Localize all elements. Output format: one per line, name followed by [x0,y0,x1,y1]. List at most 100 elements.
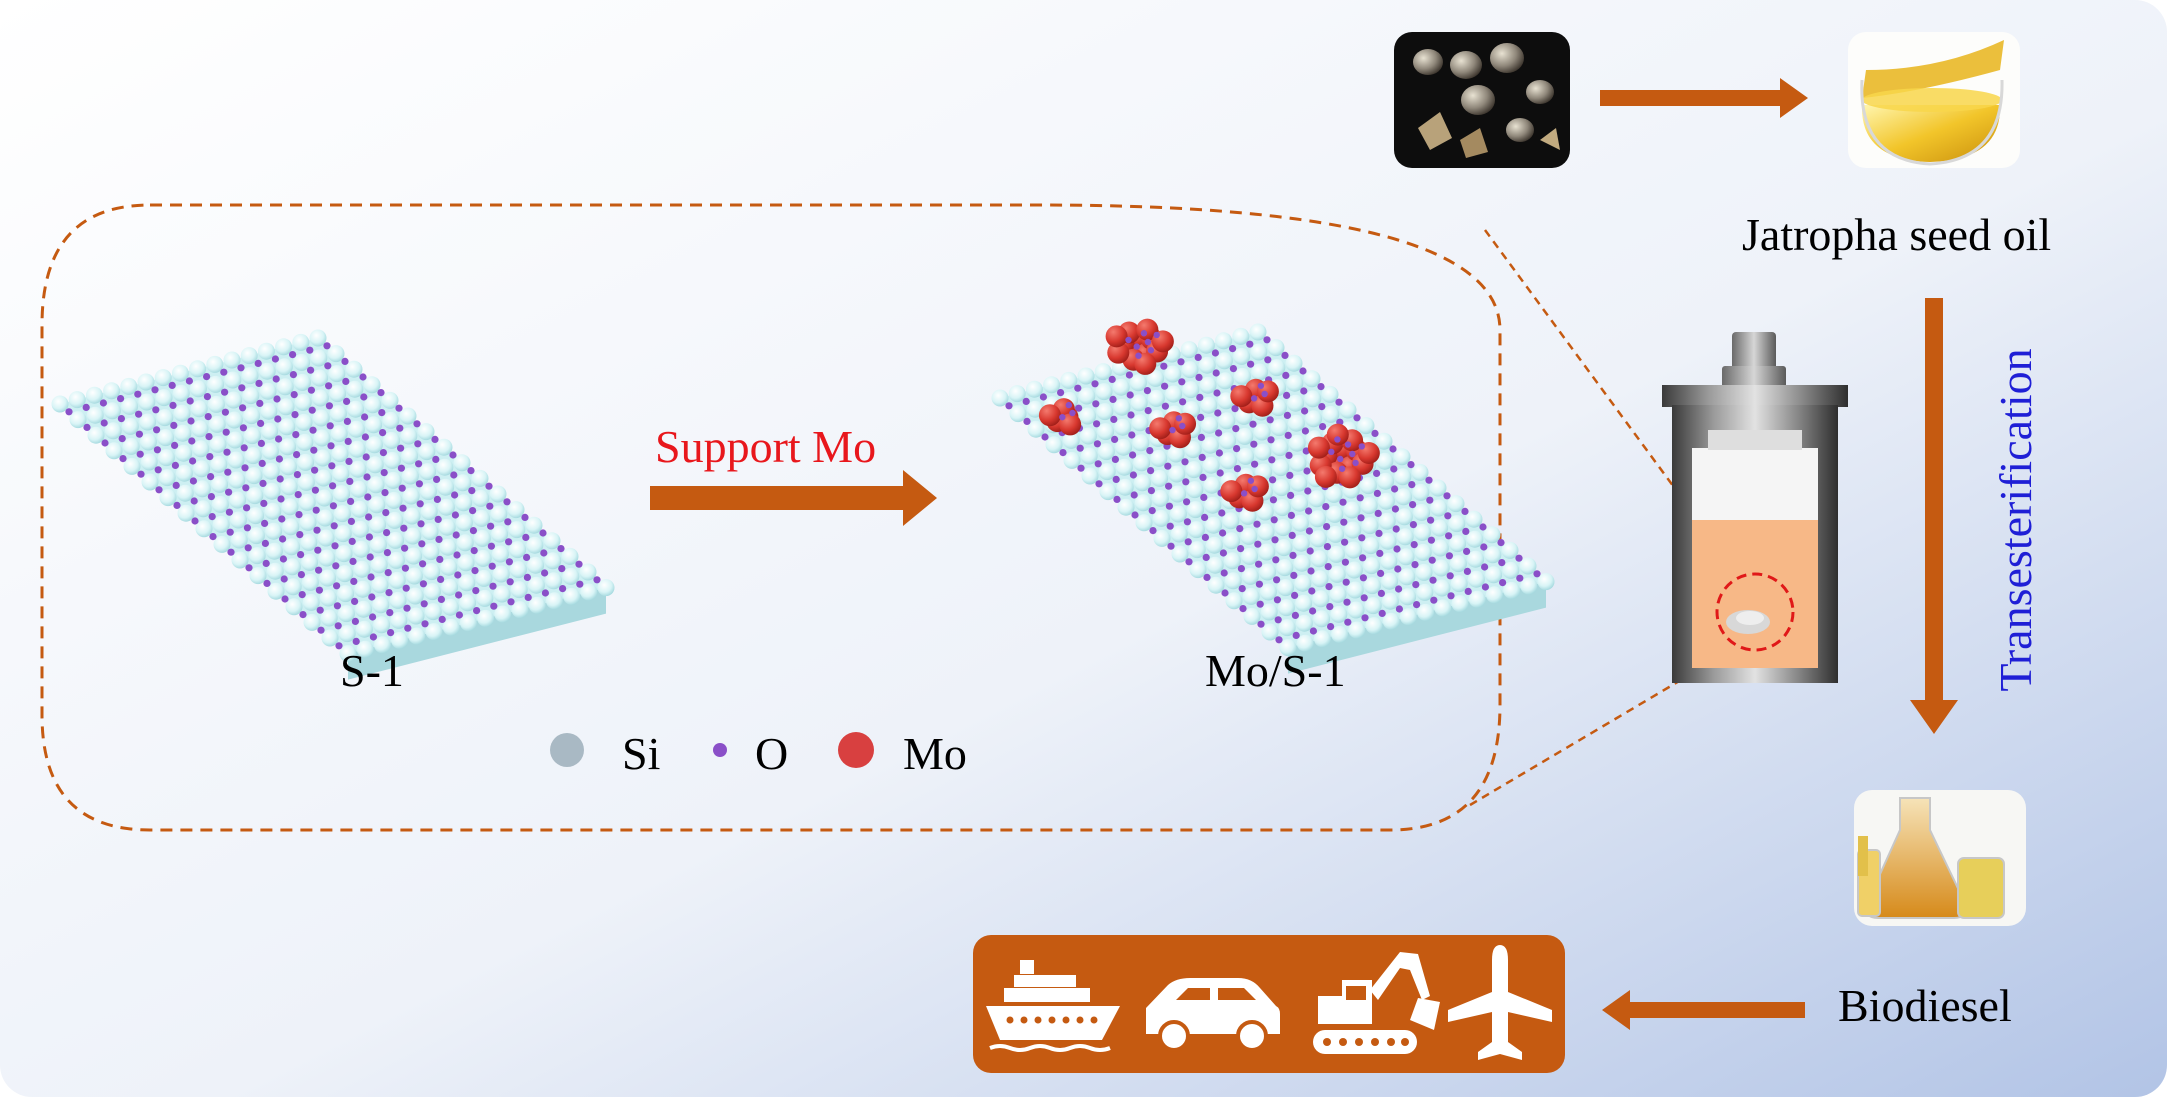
si-atom [371,576,389,594]
o-atom [1112,475,1120,483]
o-atom [1220,569,1228,577]
o-atom [450,471,458,479]
o-atom [1324,563,1332,571]
si-atom [265,522,283,540]
si-atom [261,422,279,440]
si-atom [579,563,597,581]
o-atom [1464,587,1472,596]
si-atom [295,413,313,431]
si-atom [1009,405,1027,423]
o-atom [1092,400,1100,408]
o-atom [413,420,421,428]
si-atom [1150,449,1168,467]
o-atom [326,422,334,430]
si-atom [1379,532,1397,550]
si-atom [1203,476,1221,494]
o-atom [419,580,427,588]
si-atom [1267,339,1285,357]
si-atom [1008,385,1026,403]
o-atom [315,566,323,574]
o-atom [1389,445,1397,453]
si-atom [1241,547,1259,565]
o-atom [1195,373,1203,381]
o-atom [1091,380,1099,388]
o-atom [1374,509,1382,517]
si-atom [1187,501,1205,519]
o-atom [262,559,270,568]
o-atom [417,520,425,528]
si-atom [1291,494,1309,512]
o-atom [1309,627,1317,635]
o-atom [399,504,407,512]
si-atom [1257,523,1275,541]
o-atom [1219,549,1227,557]
o-atom [242,484,250,492]
si-atom [1411,463,1429,481]
o-atom [290,391,298,399]
si-atom [1278,619,1296,637]
o-atom [1214,409,1222,417]
o-atom [1288,531,1296,540]
si-atom [1364,597,1382,615]
o-atom [575,560,583,568]
o-atom [1178,378,1186,386]
si-atom [1417,603,1435,621]
airplane-icon [1448,945,1552,1060]
o-atom [315,586,323,594]
o-atom [1301,407,1309,415]
si-atom [333,505,351,523]
si-atom [1240,527,1258,545]
si-atom [172,384,190,402]
si-atom [1130,394,1148,412]
si-atom [140,453,158,471]
o-atom [453,551,461,559]
si-atom [1330,605,1348,623]
si-atom [1287,414,1305,432]
si-atom [120,377,138,395]
si-atom [339,645,357,663]
si-atom [280,478,298,496]
o-atom [237,364,245,372]
si-atom [1164,365,1182,383]
o-atom [1344,618,1352,626]
si-atom [1431,539,1449,557]
o-atom [1201,513,1209,522]
o-atom [1376,549,1384,558]
si-atom [1305,410,1323,428]
o-atom [296,531,304,539]
o-atom [185,377,193,385]
o-atom [317,626,325,634]
si-atom [248,547,266,565]
o-atom [279,555,287,563]
o-atom [1130,491,1138,499]
o-atom [1238,585,1246,593]
si-atom [441,578,459,596]
si-atom [1321,385,1339,403]
si-atom [1288,434,1306,452]
o-atom [1481,583,1489,591]
si-atom [1218,412,1236,430]
si-atom [337,605,355,623]
o-atom [451,511,459,519]
o-atom [307,366,315,374]
si-atom [275,338,293,356]
si-atom [381,391,399,409]
si-atom [1117,498,1135,516]
o-atom [1075,404,1083,412]
o-atom [261,519,269,528]
o-atom [1323,523,1331,531]
si-atom [1222,512,1240,530]
o-atom [207,493,215,501]
o-atom [188,437,196,445]
o-atom [1429,576,1437,584]
jatropha-seed-oil-label: Jatropha seed oil [1742,209,2052,260]
si-atom [527,556,545,574]
si-atom [265,542,283,560]
o-atom [557,545,565,553]
o-atom [1427,536,1435,544]
mo-atom [1326,423,1349,446]
si-atom [353,560,371,578]
si-atom [51,395,69,413]
si-atom [210,455,228,473]
